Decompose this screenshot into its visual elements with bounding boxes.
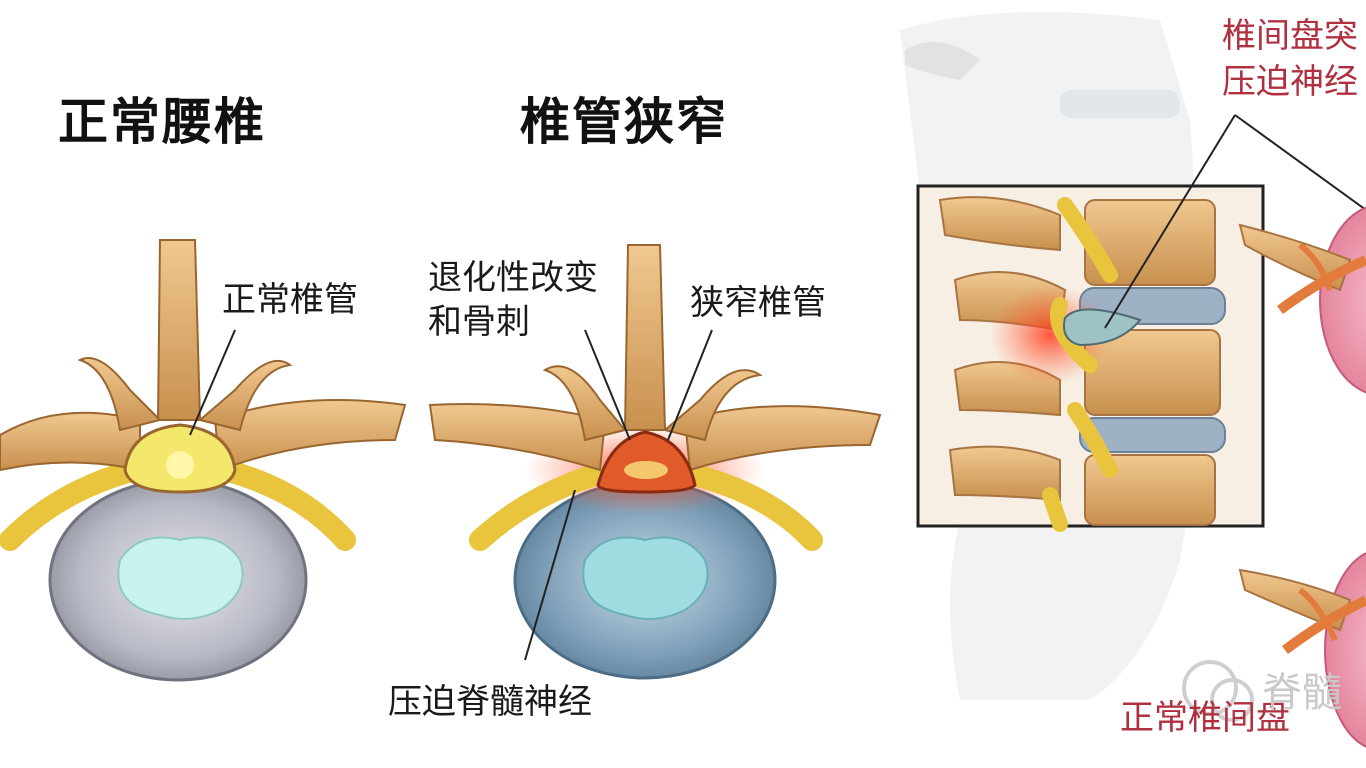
degeneration-label-line1: 退化性改变 — [428, 258, 598, 298]
normal-disc-label: 正常椎间盘 — [1120, 698, 1290, 738]
watermark-text: 脊髓 — [1262, 670, 1342, 716]
herniation-label-line2: 压迫神经 — [1222, 62, 1358, 102]
stenosis-title: 椎管狭窄 — [520, 93, 728, 151]
stenosis-vertebra — [428, 244, 882, 680]
lateral-spine — [900, 12, 1366, 748]
compressed-cord-label: 压迫脊髓神经 — [388, 682, 592, 722]
degeneration-label-line2: 和骨刺 — [428, 302, 530, 342]
wechat-icon — [1182, 660, 1238, 716]
normal-lumbar-title: 正常腰椎 — [58, 93, 266, 151]
narrow-canal-label: 狭窄椎管 — [690, 283, 826, 323]
herniation-label-line1: 椎间盘突 — [1222, 16, 1358, 56]
normal-canal-label: 正常椎管 — [222, 280, 358, 320]
normal-vertebra — [0, 239, 407, 682]
